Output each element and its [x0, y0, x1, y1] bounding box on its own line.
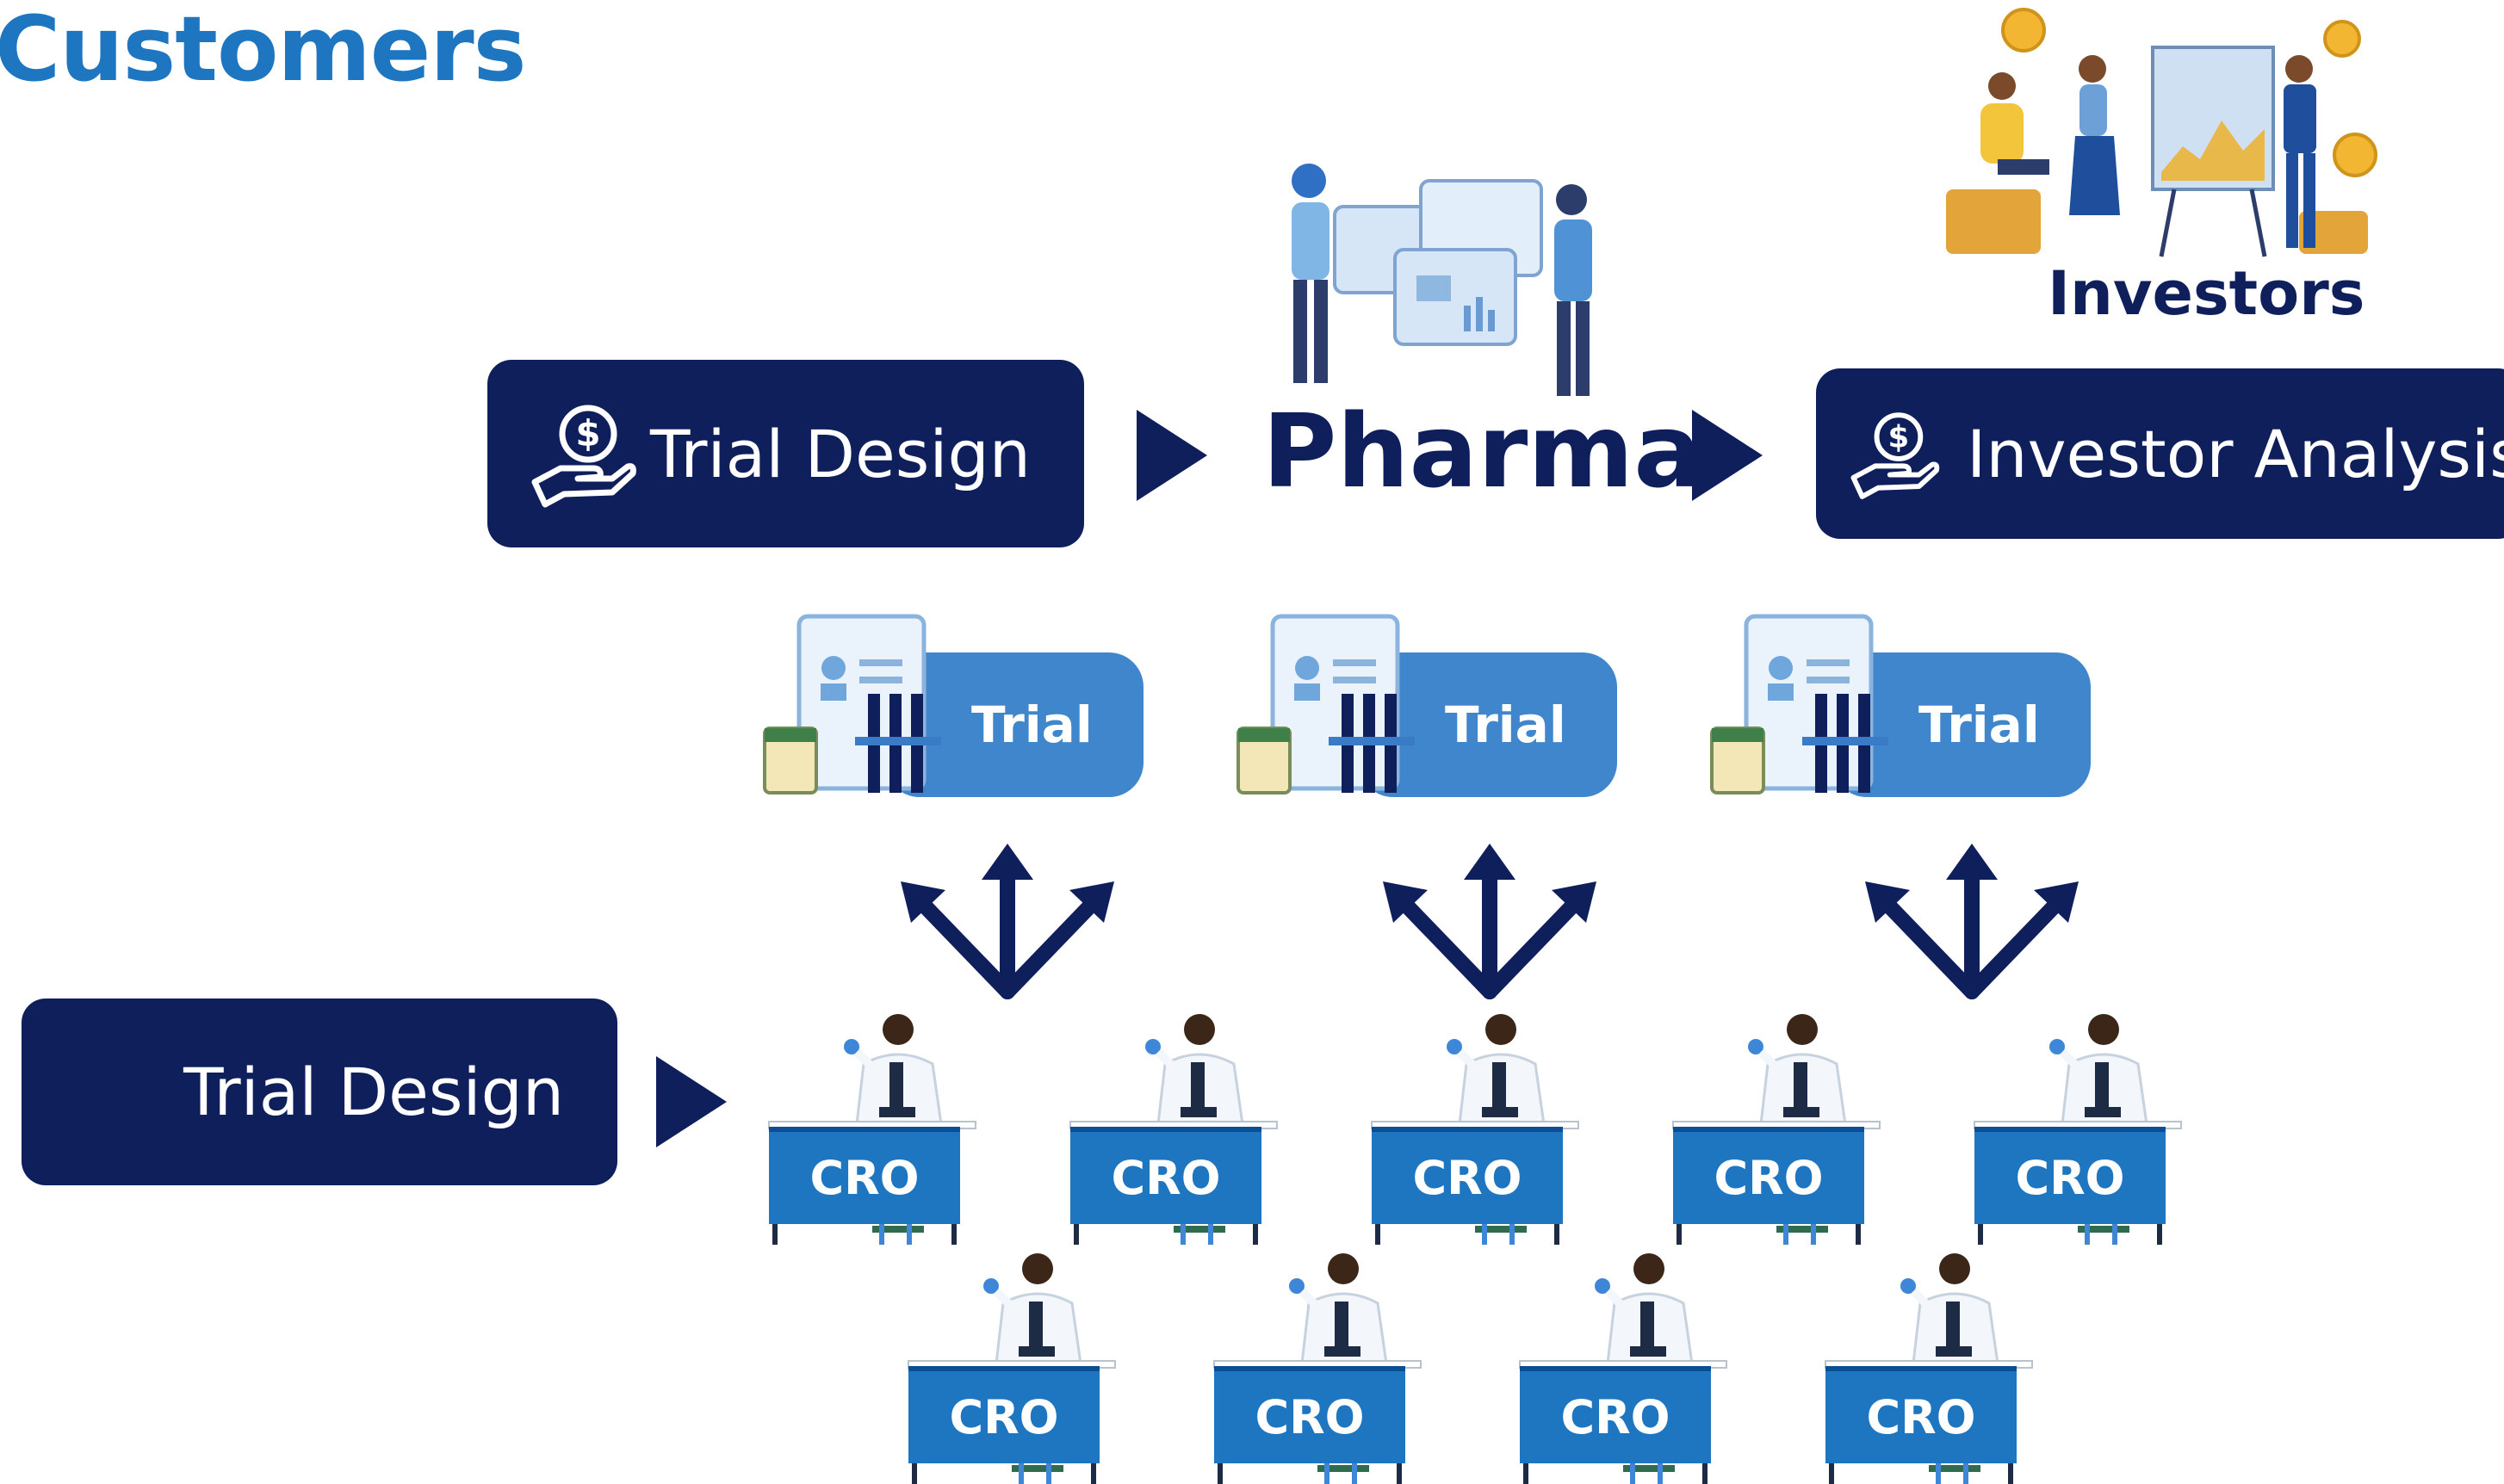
lab-clipboard-icon	[1710, 614, 1888, 795]
cro-label: CRO	[1673, 1127, 1864, 1224]
trial-box: Trial	[1359, 652, 1617, 797]
play-arrow-icon-1	[1137, 410, 1207, 501]
pharma-team-icon	[1292, 164, 1592, 396]
lab-clipboard-icon	[1237, 614, 1415, 795]
trial-design-box-bottom: Trial Design	[22, 999, 617, 1185]
trial-design-label-bottom: Trial Design	[183, 1054, 564, 1130]
trial-card-3: Trial	[1710, 614, 2099, 797]
scientist-microscope-icon	[1825, 1253, 2033, 1484]
cro-workstation-2: CRO	[1069, 1011, 1278, 1245]
scientist-microscope-icon	[1974, 1014, 2182, 1245]
cro-workstation-6: CRO	[908, 1250, 1116, 1484]
cro-label: CRO	[1520, 1366, 1711, 1463]
three-way-arrow-icon-2	[1383, 844, 1596, 999]
cro-workstation-9: CRO	[1825, 1250, 2033, 1484]
scientist-microscope-icon	[1213, 1253, 1422, 1484]
page-title: Customers	[0, 0, 527, 102]
cro-workstation-7: CRO	[1213, 1250, 1422, 1484]
play-arrow-icon-3	[656, 1056, 727, 1147]
investors-illustration	[1937, 0, 2385, 267]
dollar-hand-icon: $	[531, 405, 636, 508]
scientist-microscope-icon	[1069, 1014, 1278, 1245]
investor-analysis-box: $ Investor Analysis	[1816, 368, 2504, 539]
three-way-arrow-icon-1	[901, 844, 1114, 999]
cro-workstation-5: CRO	[1974, 1011, 2182, 1245]
trial-card-2: Trial	[1237, 614, 1626, 797]
three-way-arrow-icon-3	[1865, 844, 2079, 999]
scientist-microscope-icon	[908, 1253, 1116, 1484]
cro-label: CRO	[769, 1127, 960, 1224]
trial-box: Trial	[1832, 652, 2091, 797]
cro-label: CRO	[1070, 1127, 1261, 1224]
pharma-label: Pharma	[1262, 392, 1702, 510]
cro-label: CRO	[1825, 1366, 2017, 1463]
investors-label: Investors	[2048, 258, 2365, 329]
scientist-microscope-icon	[1519, 1253, 1727, 1484]
trial-box: Trial	[885, 652, 1144, 797]
cro-workstation-3: CRO	[1371, 1011, 1579, 1245]
svg-text:$: $	[1888, 419, 1910, 454]
play-arrow-icon-2	[1692, 410, 1763, 501]
lab-clipboard-icon	[763, 614, 941, 795]
scientist-microscope-icon	[768, 1014, 976, 1245]
pharma-illustration	[1266, 155, 1627, 413]
cro-workstation-1: CRO	[768, 1011, 976, 1245]
cro-workstation-4: CRO	[1672, 1011, 1881, 1245]
trial-design-label-top: Trial Design	[650, 415, 1031, 492]
trial-label: Trial	[1918, 696, 2040, 754]
trial-label: Trial	[1445, 696, 1566, 754]
cro-label: CRO	[908, 1366, 1100, 1463]
cro-workstation-8: CRO	[1519, 1250, 1727, 1484]
trial-label: Trial	[971, 696, 1093, 754]
cro-label: CRO	[1974, 1127, 2166, 1224]
investor-analysis-label: Investor Analysis	[1967, 415, 2504, 492]
trial-card-1: Trial	[763, 614, 1152, 797]
dollar-hand-icon: $	[1850, 412, 1940, 499]
cro-label: CRO	[1214, 1366, 1405, 1463]
investors-people-icon	[1946, 8, 2377, 257]
scientist-microscope-icon	[1371, 1014, 1579, 1245]
cro-label: CRO	[1372, 1127, 1563, 1224]
svg-text:$: $	[575, 412, 600, 454]
trial-design-box-top: $ Trial Design	[487, 360, 1084, 547]
